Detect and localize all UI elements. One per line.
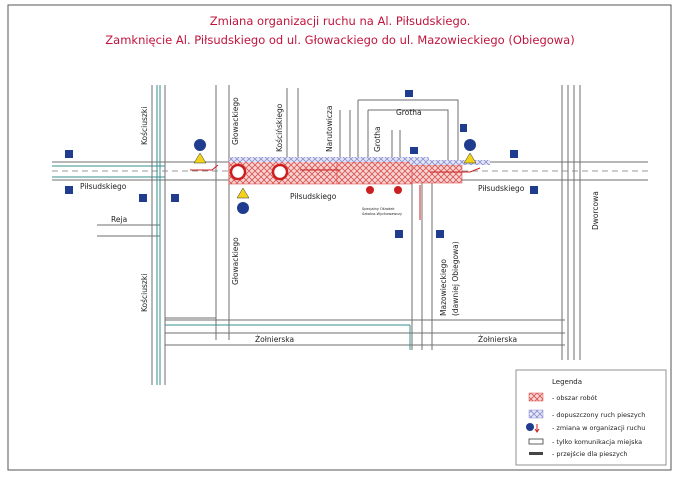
legend-title: Legenda [552, 378, 582, 386]
red-arrow-icon [534, 424, 540, 433]
info-sign-1 [65, 150, 73, 158]
street-label-grotha-top: Grotha [396, 108, 422, 117]
street-label-narutowicza: Narutowicza [325, 106, 334, 152]
diversion-arrow-right [430, 167, 481, 173]
grotha-loop [357, 99, 459, 162]
info-sign-8 [510, 150, 518, 158]
warning-triangle-3 [463, 152, 477, 164]
kosciuszki-tram [156, 85, 161, 385]
info-sign-7 [460, 124, 467, 132]
work-area-hatch [528, 392, 544, 402]
info-sign-10 [395, 230, 403, 238]
legend-label-pedestrian-area: - dopuszczony ruch pieszych [552, 411, 645, 419]
dworcowa-road [561, 85, 581, 360]
title-line-2: Zamknięcie Al. Piłsudskiego od ul. Głowa… [105, 33, 574, 47]
glowackiego-road [215, 85, 230, 340]
diversion-arrows [190, 164, 481, 220]
info-sign-3 [139, 194, 147, 202]
public-transport-icon [528, 438, 544, 445]
mazowieckiego-road [411, 180, 433, 350]
school-note: Specjalny Ośrodek Szkolno-Wychowawczy [362, 207, 402, 216]
street-label-kosciuszki-bottom: Kościuszki [140, 274, 149, 312]
street-label-mazowieckiego-sub: (dawniej Obiegowa) [451, 241, 460, 316]
street-label-glowackiego-bottom: Głowackiego [231, 237, 240, 285]
street-label-reja: Reja [111, 215, 127, 224]
work-area-2 [336, 161, 413, 185]
no-entry-sign-2 [394, 186, 402, 194]
road-network [52, 85, 648, 385]
street-label-pilsudskiego-left: Piłsudskiego [80, 182, 127, 191]
street-label-pilsudskiego-right: Piłsudskiego [478, 184, 525, 193]
title-line-1: Zmiana organizacji ruchu na Al. Piłsudsk… [210, 14, 471, 28]
pedestrian-area-hatch [528, 409, 544, 419]
pedestrian-area-1 [229, 157, 429, 162]
street-label-zolnierska-right: Żołnierska [478, 335, 517, 344]
no-entry-sign-1 [366, 186, 374, 194]
narutowicza-road [339, 110, 351, 162]
street-label-kosciuszki-top: Kościuszki [140, 107, 149, 145]
pedestrian-area-2 [410, 160, 490, 165]
warning-triangle-1 [193, 152, 207, 164]
work-area-3 [411, 164, 463, 184]
work-zones [228, 157, 490, 185]
road-closed-sign-2 [271, 163, 289, 181]
street-label-dworcowa: Dworcowa [591, 191, 600, 230]
street-label-glowackiego-top: Głowackiego [231, 97, 240, 145]
street-label-koscinskiego: Kościńskiego [275, 103, 284, 152]
traffic-change-icon-2 [237, 202, 249, 214]
closed-road-signs [229, 163, 402, 194]
school-note-line-2: Szkolno-Wychowawczy [362, 212, 402, 216]
zolnierska-road [165, 319, 565, 346]
diversion-arrow-left [190, 164, 219, 171]
legend: Legenda - obszar robót - dopuszczony ruc… [515, 369, 667, 466]
street-label-mazowieckiego: Mazowieckiego [439, 259, 448, 316]
legend-label-traffic-change: - zmiana w organizacji ruchu [552, 424, 645, 432]
pilsudskiego-tram-left [52, 165, 165, 178]
pedestrian-crossing-icon [529, 452, 543, 455]
school-note-line-1: Specjalny Ośrodek [362, 207, 395, 211]
traffic-change-icon [526, 423, 534, 431]
map-frame [7, 4, 672, 471]
info-sign-11 [436, 230, 444, 238]
reja-road [97, 224, 160, 237]
info-sign-2 [65, 186, 73, 194]
legend-label-pedestrian-crossing: - przejście dla pieszych [552, 450, 628, 458]
info-sign-5 [405, 90, 413, 97]
traffic-change-icon-1 [194, 139, 206, 151]
street-label-pilsudskiego-mid: Piłsudskiego [290, 192, 337, 201]
street-label-grotha-vertical: Grotha [373, 126, 382, 152]
legend-label-work-area: - obszar robót [552, 394, 598, 402]
traffic-change-icon-3 [464, 139, 476, 151]
grotha-vertical [391, 130, 401, 162]
traffic-change-signs [193, 139, 477, 214]
info-sign-4 [171, 194, 179, 202]
info-sign-6 [410, 147, 418, 154]
info-sign-9 [530, 186, 538, 194]
street-label-zolnierska-left: Żołnierska [255, 335, 294, 344]
koscinskiego-road [286, 88, 299, 162]
kosciuszki-road [151, 85, 166, 385]
road-closed-sign-1 [229, 163, 247, 181]
street-labels: Piłsudskiego Piłsudskiego Piłsudskiego R… [80, 97, 600, 344]
warning-triangle-2 [236, 187, 250, 199]
info-signs [65, 90, 538, 238]
legend-label-public-transport: - tylko komunikacja miejska [552, 438, 642, 446]
